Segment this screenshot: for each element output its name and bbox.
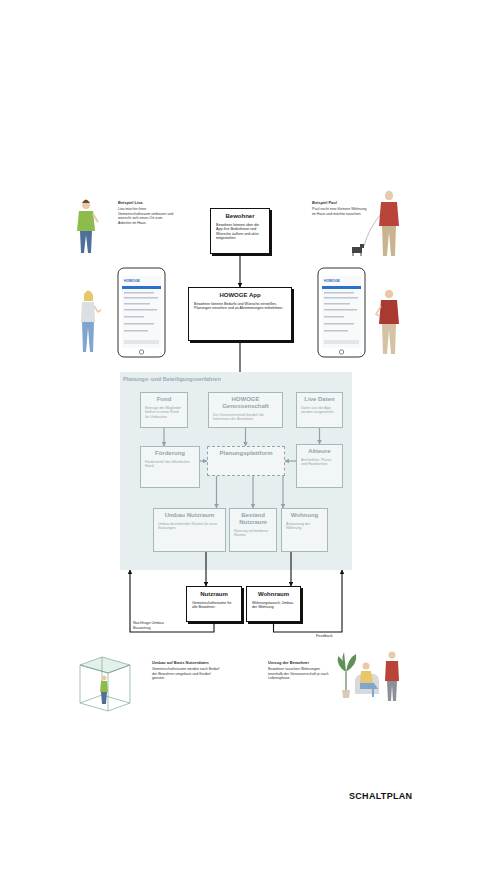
- note-text: Lisa möchte ihren Gemeinschaftsraum umba…: [118, 207, 176, 226]
- process-box: HOWOGE AppBewohner können Bedarfe und Wü…: [188, 287, 292, 341]
- process-band: Planungs- und BeteiligungsverfahrenFondB…: [120, 372, 352, 570]
- process-box: Live DatenDaten aus der App werden ausge…: [296, 392, 343, 428]
- box-body: Daten aus der App werden ausgewertet.: [301, 406, 338, 415]
- connector-arrow: [319, 428, 320, 444]
- caption-text: SCHALTPLAN: [349, 791, 419, 803]
- box-heading: Planungsplattform: [212, 450, 280, 457]
- connector-arrow: [282, 476, 283, 508]
- connector-arrow: [200, 460, 207, 461]
- note-text: Umzug der Bewohner: [268, 660, 336, 665]
- person-figure: [376, 290, 399, 354]
- box-body: Bewohner können Bedarfe und Wünsche eins…: [194, 302, 286, 311]
- box-body: Fördermittel der öffentlichen Hand.: [145, 460, 195, 469]
- box-body: Die Genossenschaft bündelt die Interesse…: [213, 413, 278, 422]
- box-body: Bewohner können über die App ihre Bedürf…: [216, 223, 264, 241]
- box-body: Wohnungstausch, Umbau der Wohnung.: [252, 601, 295, 610]
- note-text: Bewohner tauschen Wohnungen innerhalb de…: [268, 667, 334, 681]
- box-heading: HOWOGE Genossenschaft: [213, 396, 278, 410]
- process-box: FondBeiträge der Mitglieder fließen in e…: [140, 392, 188, 428]
- box-body: Anpassung der Wohnung.: [286, 522, 323, 531]
- note-text: Beispiel Paul: [312, 200, 372, 205]
- box-body: Umbau bestehender Räume für neue Nutzung…: [158, 522, 221, 531]
- box-heading: Akteure: [301, 448, 338, 455]
- connector-arrow: [216, 476, 217, 508]
- process-box: HOWOGE GenossenschaftDie Genossenschaft …: [208, 392, 283, 428]
- process-box: WohnungAnpassung der Wohnung.: [281, 508, 328, 552]
- glass-box: [80, 657, 130, 711]
- note-text: Umbau auf Basis Nutzerdaten: [152, 660, 224, 665]
- person-figure: [77, 200, 98, 254]
- connector-arrow: [285, 460, 296, 461]
- note-text: Gemeinschaftsräume werden nach Bedarf de…: [152, 667, 222, 681]
- process-box: WohnraumWohnungstausch, Umbau der Wohnun…: [246, 586, 301, 622]
- person-figure: [100, 676, 108, 705]
- box-heading: Nutzraum: [192, 591, 236, 598]
- box-heading: Bestand Nutzraum: [234, 512, 272, 526]
- process-box: Umbau NutzraumUmbau bestehender Räume fü…: [153, 508, 226, 552]
- box-body: Gemeinschaftsräume für alle Bewohner.: [192, 601, 236, 610]
- note-text: Beispiel Lisa: [118, 200, 178, 205]
- edge-label: Nachfrage Umbau Bauantrag: [133, 621, 177, 630]
- box-heading: HOWOGE App: [194, 292, 286, 299]
- phone-screen: [318, 268, 365, 357]
- process-box: Planungsplattform: [207, 446, 285, 476]
- connector-arrow: [274, 570, 343, 632]
- box-heading: Live Daten: [301, 396, 338, 403]
- connector-arrow: [239, 254, 240, 287]
- process-box: NutzraumGemeinschaftsräume für alle Bewo…: [186, 586, 242, 622]
- connector-arrow: [205, 552, 206, 586]
- box-body: Beiträge der Mitglieder fließen in einen…: [145, 406, 183, 419]
- connector-arrow: [239, 341, 240, 372]
- connector-arrow: [163, 428, 164, 446]
- process-box: BewohnerBewohner können über die App ihr…: [210, 208, 270, 254]
- connector-arrow: [245, 428, 246, 446]
- process-box: AkteureArchitekten, Planer und Handwerke…: [296, 444, 343, 488]
- note-text: HOWOGE: [124, 279, 159, 283]
- box-body: Nutzung vorhandener Räume.: [234, 529, 272, 538]
- box-heading: Fond: [145, 396, 183, 403]
- connector-arrow: [290, 552, 291, 586]
- edge-label: Feedback: [316, 634, 340, 639]
- note-text: HOWOGE: [324, 279, 359, 283]
- box-heading: Wohnung: [286, 512, 323, 519]
- people-figure: [338, 651, 399, 701]
- box-heading: Förderung: [145, 450, 195, 457]
- person-figure: [352, 191, 399, 257]
- process-box: FörderungFördermittel der öffentlichen H…: [140, 446, 200, 488]
- note-text: Paul sucht eine kleinere Wohnung im Haus…: [312, 207, 370, 216]
- connector-arrow: [130, 570, 214, 632]
- person-figure: [81, 291, 101, 353]
- box-heading: Wohnraum: [252, 591, 295, 598]
- box-heading: Umbau Nutzraum: [158, 512, 221, 519]
- connector-arrow: [252, 476, 253, 508]
- box-body: Architekten, Planer und Handwerker.: [301, 458, 338, 467]
- phone-screen: [118, 268, 165, 357]
- box-heading: Bewohner: [216, 213, 264, 220]
- box-heading: Planungs- und Beteiligungsverfahren: [123, 376, 221, 382]
- process-box: Bestand NutzraumNutzung vorhandener Räum…: [229, 508, 277, 552]
